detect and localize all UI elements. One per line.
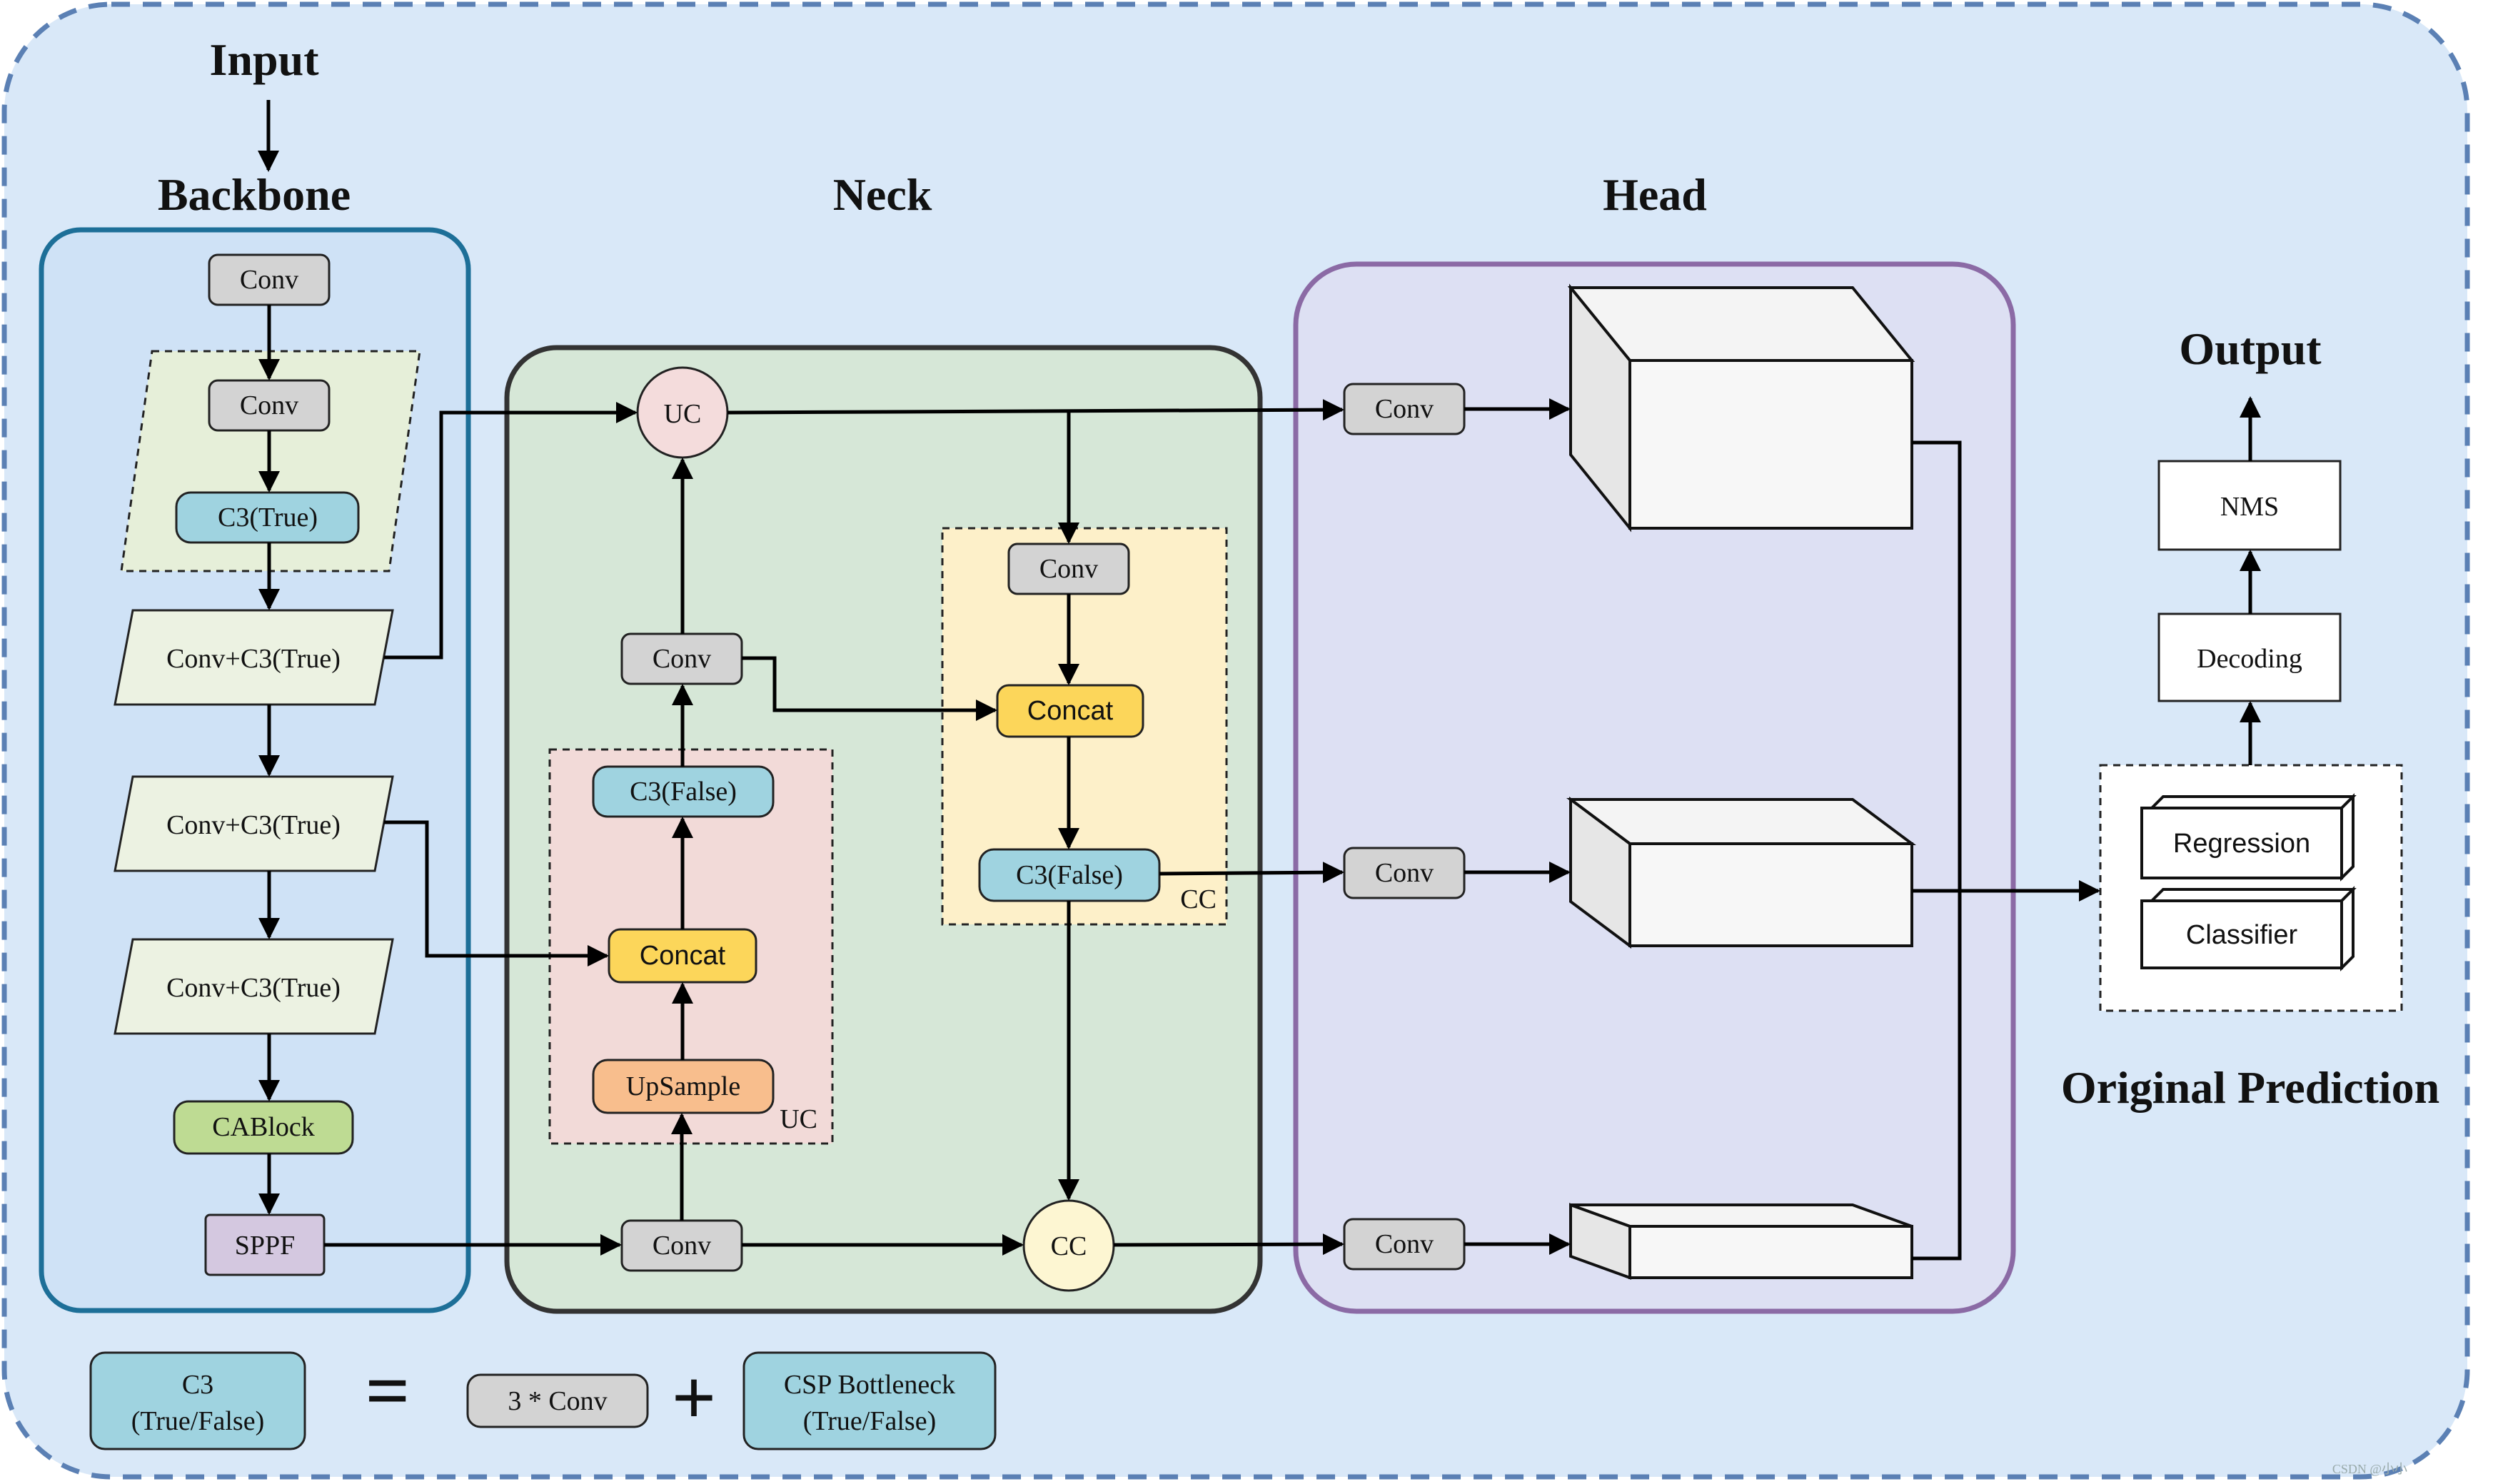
legend-c3-line2: (True/False) <box>131 1406 264 1436</box>
legend-conv-label: 3 * Conv <box>508 1386 607 1416</box>
conn-maps-bus <box>1912 440 1962 1261</box>
nms-box <box>2157 460 2342 551</box>
legend-conv-box <box>466 1373 649 1428</box>
neck-conv-bottom-label: Conv <box>653 1231 711 1261</box>
backbone-conv-2-label: Conv <box>240 390 298 420</box>
neck-cc-c3-false-label: C3(False) <box>1016 860 1123 890</box>
decoding-label: Decoding <box>2197 644 2302 674</box>
conn-uc-to-headconv <box>727 399 1344 421</box>
input-title: Input <box>210 34 320 85</box>
head-feature-map-small <box>1569 1203 1913 1280</box>
backbone-block-1 <box>114 609 394 706</box>
legend-c3-line1: C3 <box>182 1370 213 1400</box>
head-conv-mid-label: Conv <box>1375 858 1434 888</box>
head-conv-bottom-label: Conv <box>1375 1229 1434 1259</box>
neck-uc-upsample-label: UpSample <box>626 1071 740 1101</box>
neck-cc-circle <box>1022 1199 1115 1292</box>
conn-block2-to-concat <box>384 820 609 966</box>
classifier-label: Classifier <box>2186 920 2298 950</box>
legend-csp-line2: (True/False) <box>803 1406 936 1436</box>
original-prediction-title: Original Prediction <box>2061 1062 2439 1113</box>
neck-conv-mid-label: Conv <box>653 644 711 674</box>
head-conv-top-label: Conv <box>1375 394 1434 424</box>
neck-title: Neck <box>833 169 932 220</box>
legend-csp-box <box>742 1351 997 1450</box>
backbone-block-2 <box>114 775 394 872</box>
backbone-title: Backbone <box>158 169 351 220</box>
decoding-box <box>2157 612 2342 702</box>
conn-cc-to-headconv <box>1113 1233 1344 1256</box>
conn-block1-to-uc <box>384 402 638 660</box>
legend-equals: = <box>366 1347 411 1434</box>
neck-cc-concat-label: Concat <box>1027 696 1114 726</box>
regression-box <box>2140 793 2357 882</box>
backbone-block-2-label: Conv+C3(True) <box>166 810 341 840</box>
backbone-c3-true-label: C3(True) <box>218 503 318 532</box>
conn-convmid-to-cc-concat <box>742 656 997 721</box>
neck-cc-group-label: CC <box>1180 884 1217 914</box>
legend-plus: + <box>672 1354 717 1441</box>
neck-uc-circle-label: UC <box>664 399 702 429</box>
neck-cc-circle-label: CC <box>1051 1231 1087 1261</box>
backbone-sppf-label: SPPF <box>235 1231 296 1261</box>
regression-label: Regression <box>2173 829 2310 859</box>
neck-cc-conv-label: Conv <box>1039 554 1098 584</box>
legend-csp-line1: CSP Bottleneck <box>784 1370 955 1400</box>
head-feature-map-large <box>1567 283 1915 532</box>
neck-uc-concat-label: Concat <box>640 941 726 971</box>
output-title: Output <box>2179 323 2322 374</box>
watermark: CSDN @小小 <box>2332 1462 2407 1476</box>
backbone-block-3-label: Conv+C3(True) <box>166 973 341 1003</box>
legend-c3-box <box>89 1351 306 1450</box>
backbone-cablock <box>173 1100 354 1155</box>
neck-uc-c3-false-label: C3(False) <box>630 777 737 807</box>
conn-cc-c3-to-headconv <box>1159 862 1344 884</box>
head-title: Head <box>1603 169 1707 220</box>
backbone-block-3 <box>114 938 394 1035</box>
backbone-block-1-label: Conv+C3(True) <box>166 644 341 674</box>
classifier-box <box>2140 886 2357 971</box>
backbone-cablock-label: CABlock <box>212 1112 315 1142</box>
neck-uc-group-label: UC <box>780 1104 817 1134</box>
nms-label: NMS <box>2220 492 2279 522</box>
backbone-conv-1-label: Conv <box>240 265 298 295</box>
head-feature-map-medium <box>1566 797 1917 949</box>
